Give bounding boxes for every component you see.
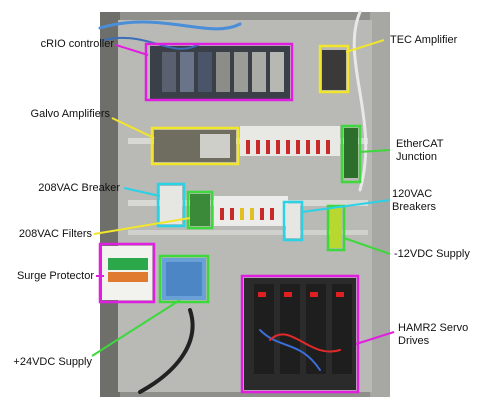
label-minus12vdc-supply: -12VDC Supply [394,248,470,260]
terminal-blocks-row-2 [214,196,288,226]
label-ethercat-line2: Junction [396,151,437,163]
ethercat-junction-body [344,128,358,178]
filter-208vac-leader-line [93,217,191,235]
label-208vac-breaker: 208VAC Breaker [38,182,120,194]
servo-leader-line [355,331,395,345]
tec-leader-line [345,39,385,53]
label-tec-amplifier: TEC Amplifier [390,34,458,46]
breaker-208vac-body [160,186,182,224]
galvo-leader-line [111,117,155,139]
label-ethercat-line1: EtherCAT [396,138,444,150]
galvo-highlight-box [150,126,240,166]
terminal-blocks-row-1 [240,126,340,156]
cabinet-side-right [370,12,390,397]
ethercat-highlight-box [340,124,362,184]
breaker-208vac-highlight-box [156,182,186,228]
label-208vac-filters: 208VAC Filters [18,228,92,240]
label-servo-line1: HAMR2 Servo [398,322,469,334]
minus12-leader-line [343,237,391,255]
breaker-120vac-highlight-box [282,200,304,242]
label-crio-controller: cRIO controller [40,38,114,50]
breaker-208vac-leader-line [123,187,161,197]
label-120vac-line1: 120VAC [392,188,433,200]
plus24-highlight-box [158,254,210,304]
filter-208vac-highlight-box [186,190,214,230]
crio-leader-line [115,44,149,56]
breaker-120vac-leader-line [301,199,391,213]
crio-highlight-box [144,42,294,102]
filter-208vac-body [190,194,210,226]
minus12-highlight-box [326,204,346,252]
din-rail-3 [128,230,368,235]
label-surge-protector: Surge Protector [16,270,94,282]
surge-highlight-box [98,242,156,304]
label-plus24vdc-supply: +24VDC Supply [13,356,92,368]
servo-highlight-box [240,274,360,394]
plus24-leader-line [91,299,181,357]
label-120vac-line2: Breakers [392,201,437,213]
supply-minus12-body [330,208,342,248]
label-servo-line2: Drives [398,335,430,347]
breaker-120vac-body [286,204,300,238]
tec-amplifier-body [322,50,346,90]
label-galvo-amplifiers: Galvo Amplifiers [30,108,110,120]
tec-highlight-box [318,44,350,94]
ethercat-leader-line [359,149,391,153]
